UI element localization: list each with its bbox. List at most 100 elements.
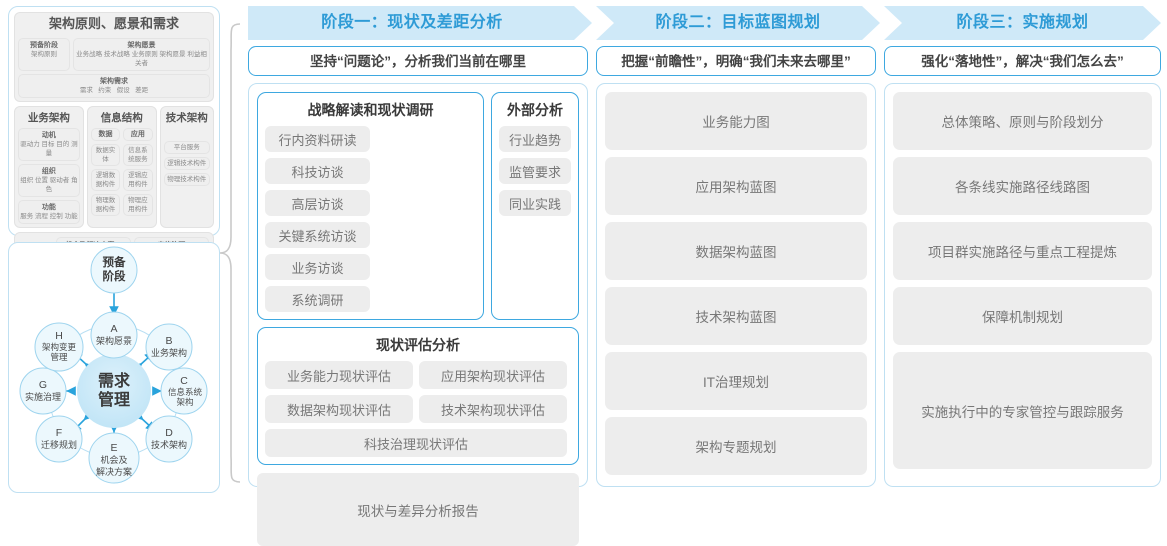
svg-text:E: E bbox=[110, 442, 117, 454]
ba-motivation-items: 驱动力 目标 目的 测量 bbox=[20, 141, 78, 157]
chip-technology-architecture-assessment[interactable]: 技术架构现状评估 bbox=[419, 395, 567, 423]
svg-text:架构愿景: 架构愿景 bbox=[96, 335, 132, 346]
chip-internal-material-study[interactable]: 行内资料研读 bbox=[265, 126, 370, 152]
svg-text:实施治理: 实施治理 bbox=[25, 391, 61, 402]
chip-tech-interview[interactable]: 科技访谈 bbox=[265, 158, 370, 184]
svg-text:业务架构: 业务架构 bbox=[151, 347, 187, 358]
is-data-entity: 数据实体 bbox=[90, 144, 121, 166]
svg-text:H: H bbox=[55, 330, 63, 342]
is-information-system-service: 信息系统服务 bbox=[123, 144, 153, 166]
item-architecture-topic-planning[interactable]: 架构专题规划 bbox=[605, 417, 867, 475]
brace-connector bbox=[219, 23, 241, 483]
phase-columns: 阶段一：现状及差距分析 阶段二：目标蓝图规划 阶段三：实施规划 坚持“问题论”，… bbox=[248, 6, 1161, 546]
is-data-column: 数据 数据实体 逻辑数据构件 物理数据构件 bbox=[90, 128, 121, 216]
ba-motivation: 动机 驱动力 目标 目的 测量 bbox=[18, 128, 80, 161]
phase-3-body: 总体策略、原则与阶段划分 各条线实施路径线路图 项目群实施路径与重点工程提炼 保… bbox=[884, 83, 1161, 487]
phase-2-header[interactable]: 阶段二：目标蓝图规划 bbox=[596, 6, 880, 40]
item-technology-architecture-blueprint[interactable]: 技术架构蓝图 bbox=[605, 287, 867, 345]
diagram-canvas: 架构原则、愿景和需求 预备阶段 架构原则 架构愿景 业务战略 技术战略 业务原则… bbox=[8, 6, 1161, 546]
external-analysis-card: 外部分析 行业趋势 监管要求 同业实践 bbox=[491, 92, 579, 320]
is-application-title: 应用 bbox=[123, 128, 153, 141]
svg-text:F: F bbox=[56, 427, 62, 439]
phase-3-items: 总体策略、原则与阶段划分 各条线实施路径线路图 项目群实施路径与重点工程提炼 保… bbox=[893, 92, 1152, 469]
phase-2-subtitle: 把握“前瞻性”，明确“我们未来去哪里” bbox=[596, 46, 876, 76]
phase-2-body: 业务能力图 应用架构蓝图 数据架构蓝图 技术架构蓝图 IT治理规划 架构专题规划 bbox=[596, 83, 876, 487]
item-application-architecture-blueprint[interactable]: 应用架构蓝图 bbox=[605, 157, 867, 215]
requirements-items: 需求 约束 假设 差距 bbox=[79, 87, 149, 94]
phase-3-column: 强化“落地性”，解决“我们怎么去” 总体策略、原则与阶段划分 各条线实施路径线路… bbox=[884, 46, 1161, 487]
ta-physical-technology-component: 物理技术构件 bbox=[163, 173, 210, 186]
ba-function: 功能 服务 流程 控制 功能 bbox=[18, 200, 80, 224]
svg-text:阶段: 阶段 bbox=[103, 269, 126, 283]
svg-text:D: D bbox=[165, 427, 173, 439]
ba-function-items: 服务 流程 控制 功能 bbox=[20, 213, 78, 220]
item-program-implementation-path[interactable]: 项目群实施路径与重点工程提炼 bbox=[893, 222, 1152, 280]
svg-text:G: G bbox=[39, 379, 47, 391]
current-state-assessment-card: 现状评估分析 业务能力现状评估 应用架构现状评估 数据架构现状评估 技术架构现状… bbox=[257, 327, 579, 465]
item-data-architecture-blueprint[interactable]: 数据架构蓝图 bbox=[605, 222, 867, 280]
prep-phase-cell: 预备阶段 架构原则 bbox=[18, 38, 70, 71]
architecture-vision-cell: 架构愿景 业务战略 技术战略 业务原则 架构愿景 利益相关者 bbox=[73, 38, 210, 71]
phase-3-header[interactable]: 阶段三：实施规划 bbox=[884, 6, 1161, 40]
chip-key-system-interview[interactable]: 关键系统访谈 bbox=[265, 222, 370, 248]
left-column: 架构原则、愿景和需求 预备阶段 架构原则 架构愿景 业务战略 技术战略 业务原则… bbox=[8, 6, 220, 493]
strategy-research-card: 战略解读和现状调研 行内资料研读 科技访谈 高层访谈 关键系统访谈 业务访谈 系… bbox=[257, 92, 484, 320]
phase-1-column: 坚持“问题论”，分析我们当前在哪里 战略解读和现状调研 行内资料研读 科技访谈 … bbox=[248, 46, 588, 546]
phase-1-header[interactable]: 阶段一：现状及差距分析 bbox=[248, 6, 592, 40]
ba-organization: 组织 组织 位置 驱动者 角色 bbox=[18, 164, 80, 197]
svg-text:A: A bbox=[110, 323, 117, 335]
chip-peer-practice[interactable]: 同业实践 bbox=[499, 190, 571, 216]
chip-business-capability-assessment[interactable]: 业务能力现状评估 bbox=[265, 361, 413, 389]
svg-text:信息系统: 信息系统 bbox=[168, 387, 203, 397]
chip-system-research[interactable]: 系统调研 bbox=[265, 286, 370, 312]
item-expert-control-tracking-service[interactable]: 实施执行中的专家管控与跟踪服务 bbox=[893, 352, 1152, 469]
phase-2-items: 业务能力图 应用架构蓝图 数据架构蓝图 技术架构蓝图 IT治理规划 架构专题规划 bbox=[605, 92, 867, 475]
chip-regulatory-requirement[interactable]: 监管要求 bbox=[499, 158, 571, 184]
gap-analysis-report[interactable]: 现状与差异分析报告 bbox=[257, 473, 579, 546]
svg-text:解决方案: 解决方案 bbox=[96, 466, 132, 477]
ta-logical-technology-component: 逻辑技术构件 bbox=[163, 157, 210, 170]
is-logical-application-component: 逻辑应用构件 bbox=[123, 169, 153, 191]
item-overall-strategy-principles-phasing[interactable]: 总体策略、原则与阶段划分 bbox=[893, 92, 1152, 150]
item-business-capability-map[interactable]: 业务能力图 bbox=[605, 92, 867, 150]
svg-text:技术架构: 技术架构 bbox=[151, 439, 187, 450]
is-data-title: 数据 bbox=[90, 128, 121, 141]
adm-cycle-panel: 需求 管理 预备 阶段 A 架构愿景 B 业务架构 C 信息系统 架构 bbox=[8, 242, 220, 493]
item-assurance-mechanism-planning[interactable]: 保障机制规划 bbox=[893, 287, 1152, 345]
phase-header-band: 阶段一：现状及差距分析 阶段二：目标蓝图规划 阶段三：实施规划 bbox=[248, 6, 1161, 40]
chip-business-interview[interactable]: 业务访谈 bbox=[265, 254, 370, 280]
chip-executive-interview[interactable]: 高层访谈 bbox=[265, 190, 370, 216]
svg-text:管理: 管理 bbox=[50, 352, 68, 362]
vision-items: 业务战略 技术战略 业务原则 架构愿景 利益相关者 bbox=[76, 51, 207, 67]
chip-application-architecture-assessment[interactable]: 应用架构现状评估 bbox=[419, 361, 567, 389]
framework-title: 架构原则、愿景和需求 bbox=[14, 12, 214, 35]
ba-organization-items: 组织 位置 驱动者 角色 bbox=[20, 177, 78, 193]
phase-1-subtitle: 坚持“问题论”，分析我们当前在哪里 bbox=[248, 46, 588, 76]
svg-text:需求: 需求 bbox=[98, 371, 131, 390]
chip-industry-trend[interactable]: 行业趋势 bbox=[499, 126, 571, 152]
domain-technical-architecture: 技术架构 平台服务 逻辑技术构件 物理技术构件 bbox=[159, 106, 214, 228]
architecture-requirements-cell: 架构需求 需求 约束 假设 差距 bbox=[18, 74, 210, 98]
is-physical-application-component: 物理应用构件 bbox=[123, 194, 153, 216]
svg-text:架构变更: 架构变更 bbox=[42, 342, 77, 352]
framework-top-block: 预备阶段 架构原则 架构愿景 业务战略 技术战略 业务原则 架构愿景 利益相关者… bbox=[14, 35, 214, 102]
is-application-column: 应用 信息系统服务 逻辑应用构件 物理应用构件 bbox=[123, 128, 153, 216]
svg-text:架构: 架构 bbox=[176, 397, 193, 407]
phase-1-body: 战略解读和现状调研 行内资料研读 科技访谈 高层访谈 关键系统访谈 业务访谈 系… bbox=[248, 83, 588, 546]
framework-domain-row: 业务架构 动机 驱动力 目标 目的 测量 组织 组织 位置 驱动者 角色 功能 … bbox=[14, 106, 214, 228]
domain-information-structure: 信息结构 数据 数据实体 逻辑数据构件 bbox=[86, 106, 157, 228]
domain-business-architecture: 业务架构 动机 驱动力 目标 目的 测量 组织 组织 位置 驱动者 角色 功能 … bbox=[14, 106, 84, 228]
phase-3-subtitle: 强化“落地性”，解决“我们怎么去” bbox=[884, 46, 1161, 76]
togaf-content-framework-panel: 架构原则、愿景和需求 预备阶段 架构原则 架构愿景 业务战略 技术战略 业务原则… bbox=[8, 6, 220, 279]
ta-platform-service: 平台服务 bbox=[163, 141, 210, 154]
chip-it-governance-assessment[interactable]: 科技治理现状评估 bbox=[265, 429, 567, 457]
svg-text:管理: 管理 bbox=[98, 390, 130, 409]
svg-text:B: B bbox=[165, 335, 172, 347]
chip-data-architecture-assessment[interactable]: 数据架构现状评估 bbox=[265, 395, 413, 423]
item-line-implementation-roadmap[interactable]: 各条线实施路径线路图 bbox=[893, 157, 1152, 215]
adm-cycle-diagram: 需求 管理 预备 阶段 A 架构愿景 B 业务架构 C 信息系统 架构 bbox=[19, 246, 208, 484]
phase-2-column: 把握“前瞻性”，明确“我们未来去哪里” 业务能力图 应用架构蓝图 数据架构蓝图 … bbox=[596, 46, 876, 487]
is-physical-data-component: 物理数据构件 bbox=[90, 194, 121, 216]
svg-text:机会及: 机会及 bbox=[100, 454, 127, 465]
item-it-governance-planning[interactable]: IT治理规划 bbox=[605, 352, 867, 410]
